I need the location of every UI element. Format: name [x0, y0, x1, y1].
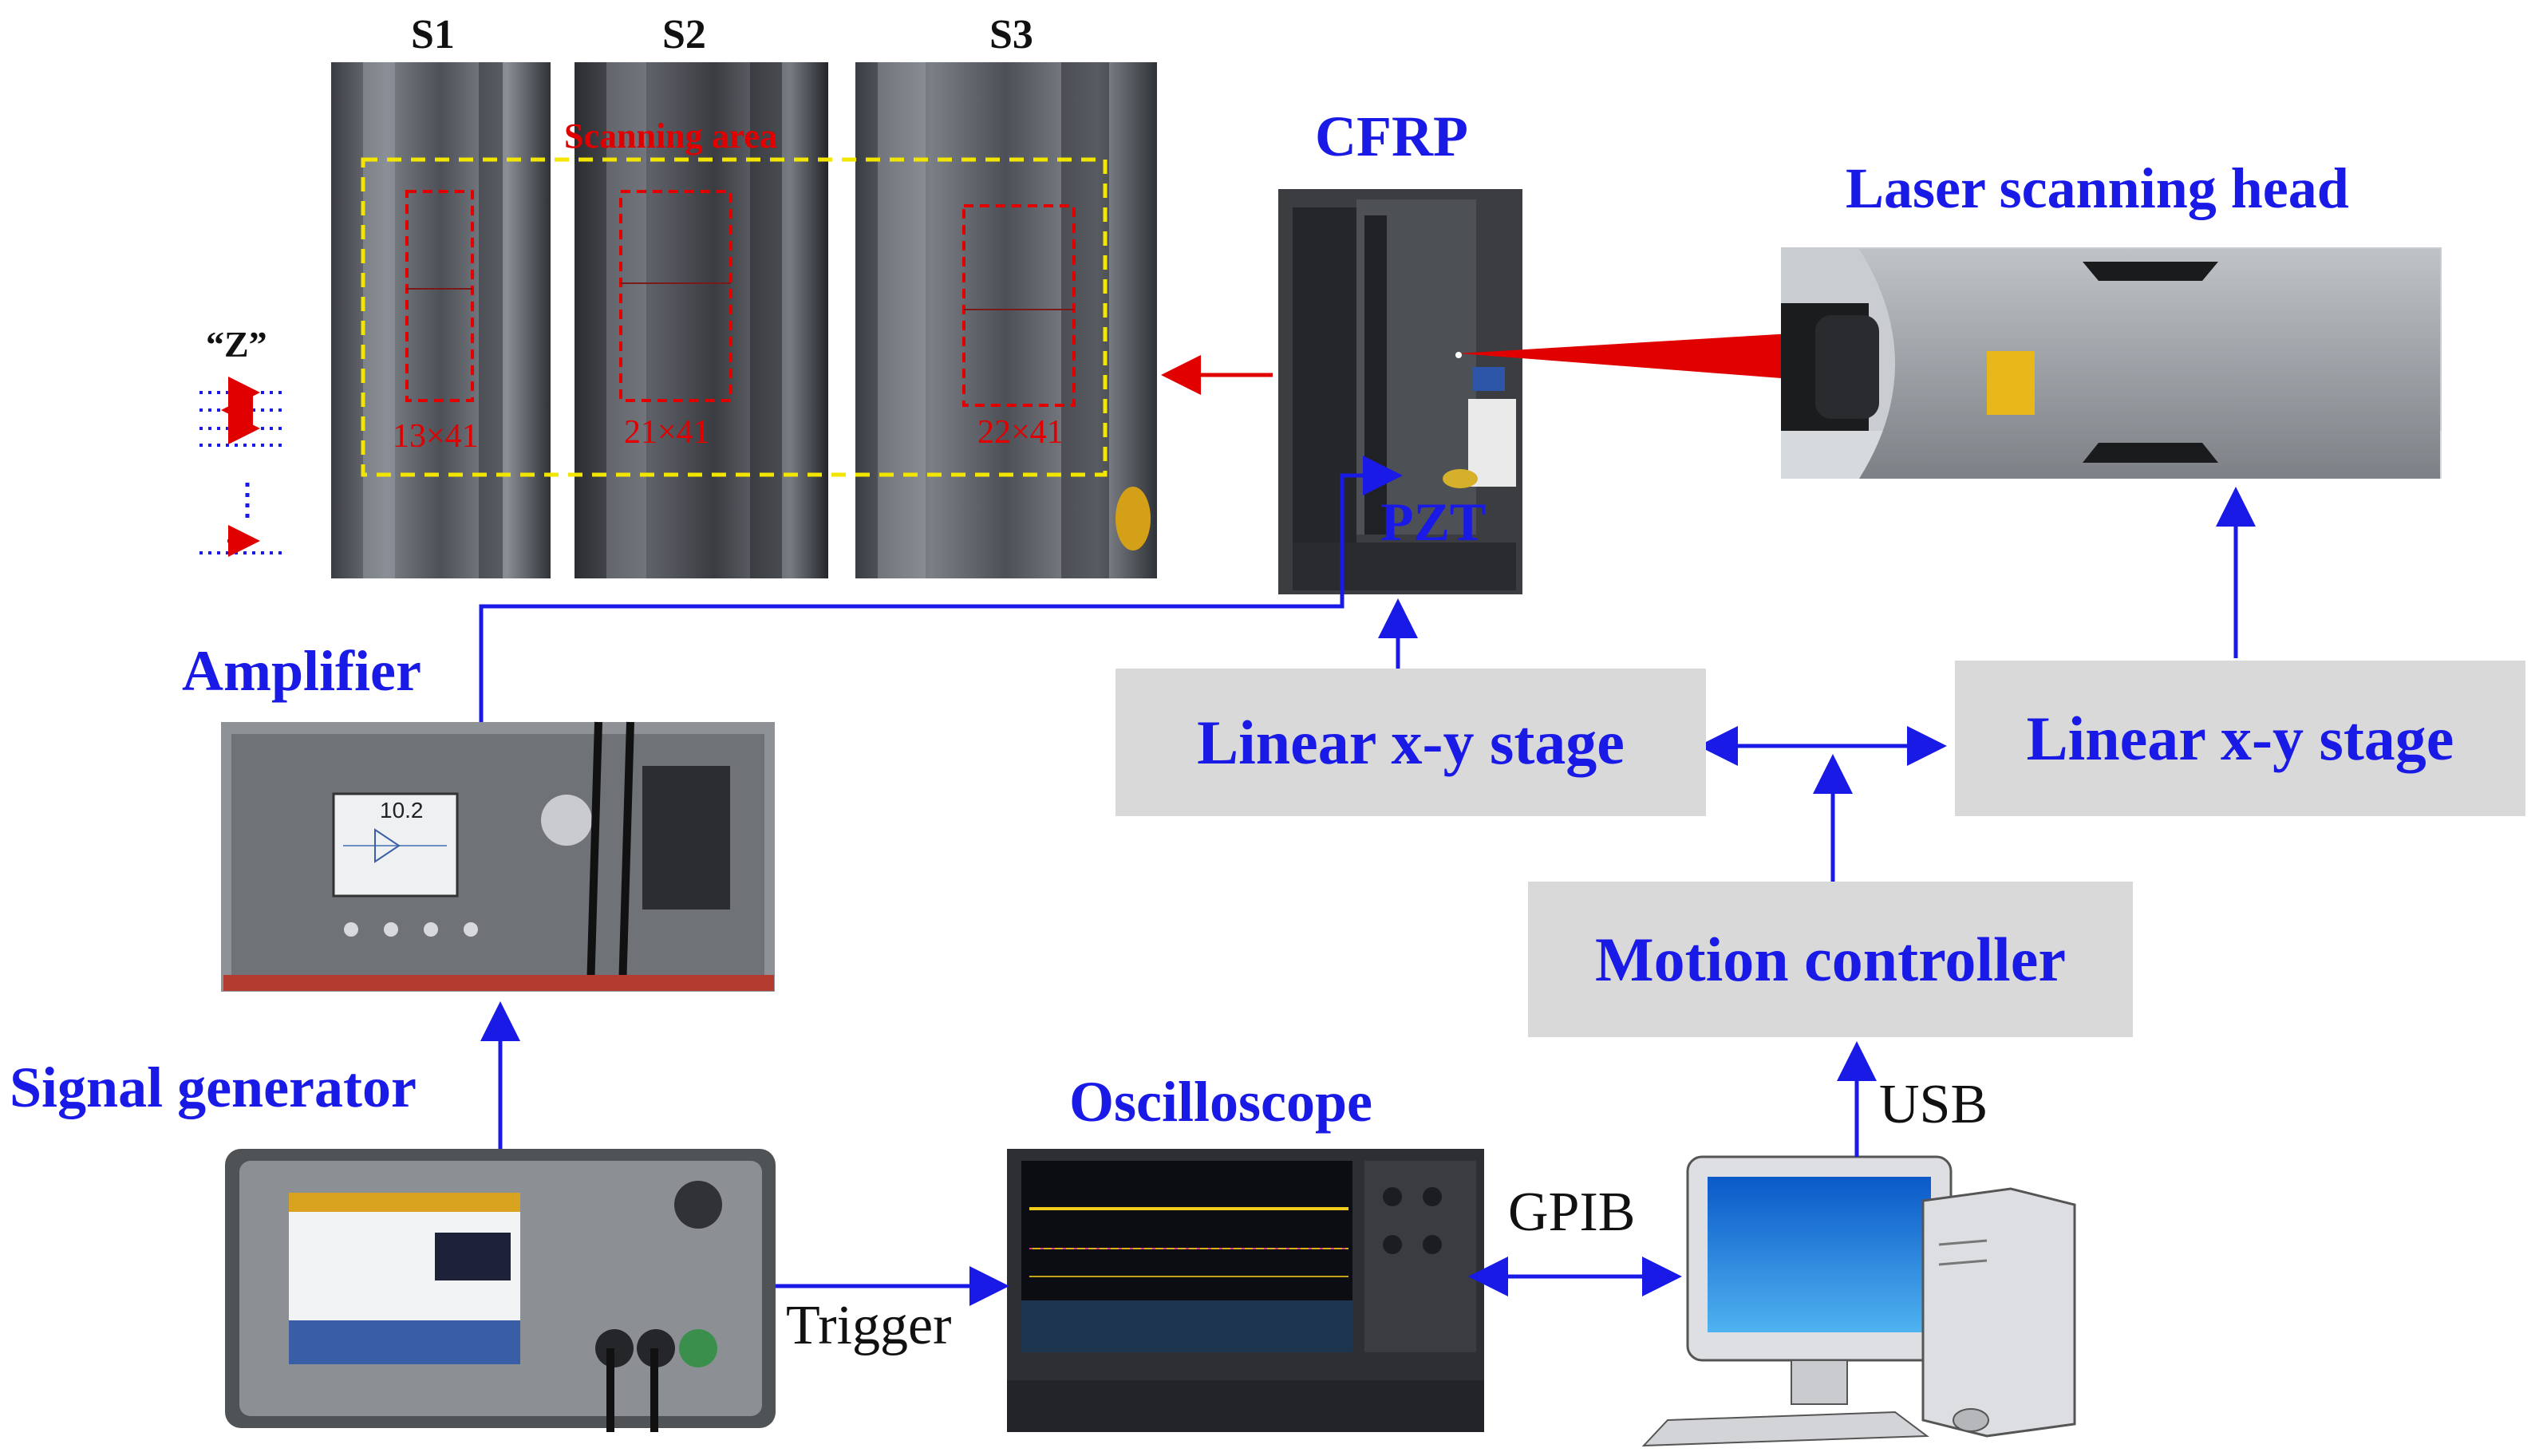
linear-stage-right-label: Linear x-y stage: [2026, 703, 2454, 773]
laser-beam: [1459, 333, 1791, 379]
gpib-label: GPIB: [1508, 1182, 1636, 1243]
signal-generator-label: Signal generator: [10, 1056, 417, 1119]
amplifier-display-value: 10.2: [380, 798, 424, 823]
trigger-label: Trigger: [786, 1295, 952, 1356]
cfrp-label: CFRP: [1315, 105, 1468, 168]
scanning-area-outline: [361, 157, 1108, 477]
cfrp-specimen-photo: [1278, 189, 1522, 594]
computer-illustration: [1641, 1155, 2076, 1447]
scan-box-s2: [619, 190, 732, 402]
motion-controller-box: Motion controller: [1528, 882, 2133, 1037]
motion-controller-label: Motion controller: [1595, 924, 2066, 994]
linear-stage-left-box: Linear x-y stage: [1115, 669, 1706, 816]
amplifier-photo: [221, 721, 775, 992]
dimension-label-s2: 21×41: [624, 414, 710, 451]
z-scan-pattern: [199, 377, 286, 557]
oscilloscope-photo: [1007, 1149, 1484, 1432]
laser-head-label: Laser scanning head: [1846, 156, 2349, 220]
signal-generator-photo: [225, 1149, 776, 1432]
linear-stage-left-label: Linear x-y stage: [1197, 707, 1625, 777]
connector-amplifier-to-pzt: [479, 456, 1403, 722]
scanning-area-label: Scanning area: [564, 116, 777, 156]
scan-box-s1: [405, 190, 474, 402]
sample-label-s2: S2: [662, 12, 706, 57]
amplifier-label: Amplifier: [182, 639, 421, 703]
scan-box-s3: [962, 204, 1076, 407]
laser-head-photo: [1781, 247, 2442, 479]
sample-label-s3: S3: [989, 12, 1033, 57]
sample-photo-s1: [331, 62, 551, 578]
dimension-label-s1: 13×41: [393, 418, 479, 455]
sample-photo-s2: [575, 62, 828, 578]
linear-stage-right-box: Linear x-y stage: [1955, 661, 2525, 816]
dimension-label-s3: 22×41: [977, 414, 1064, 451]
z-scan-label: “Z”: [206, 324, 267, 365]
oscilloscope-label: Oscilloscope: [1069, 1070, 1372, 1134]
usb-label: USB: [1879, 1074, 1988, 1135]
sample-label-s1: S1: [411, 12, 455, 57]
pzt-label: PZT: [1380, 491, 1487, 552]
sample-photo-s3: [855, 62, 1157, 578]
